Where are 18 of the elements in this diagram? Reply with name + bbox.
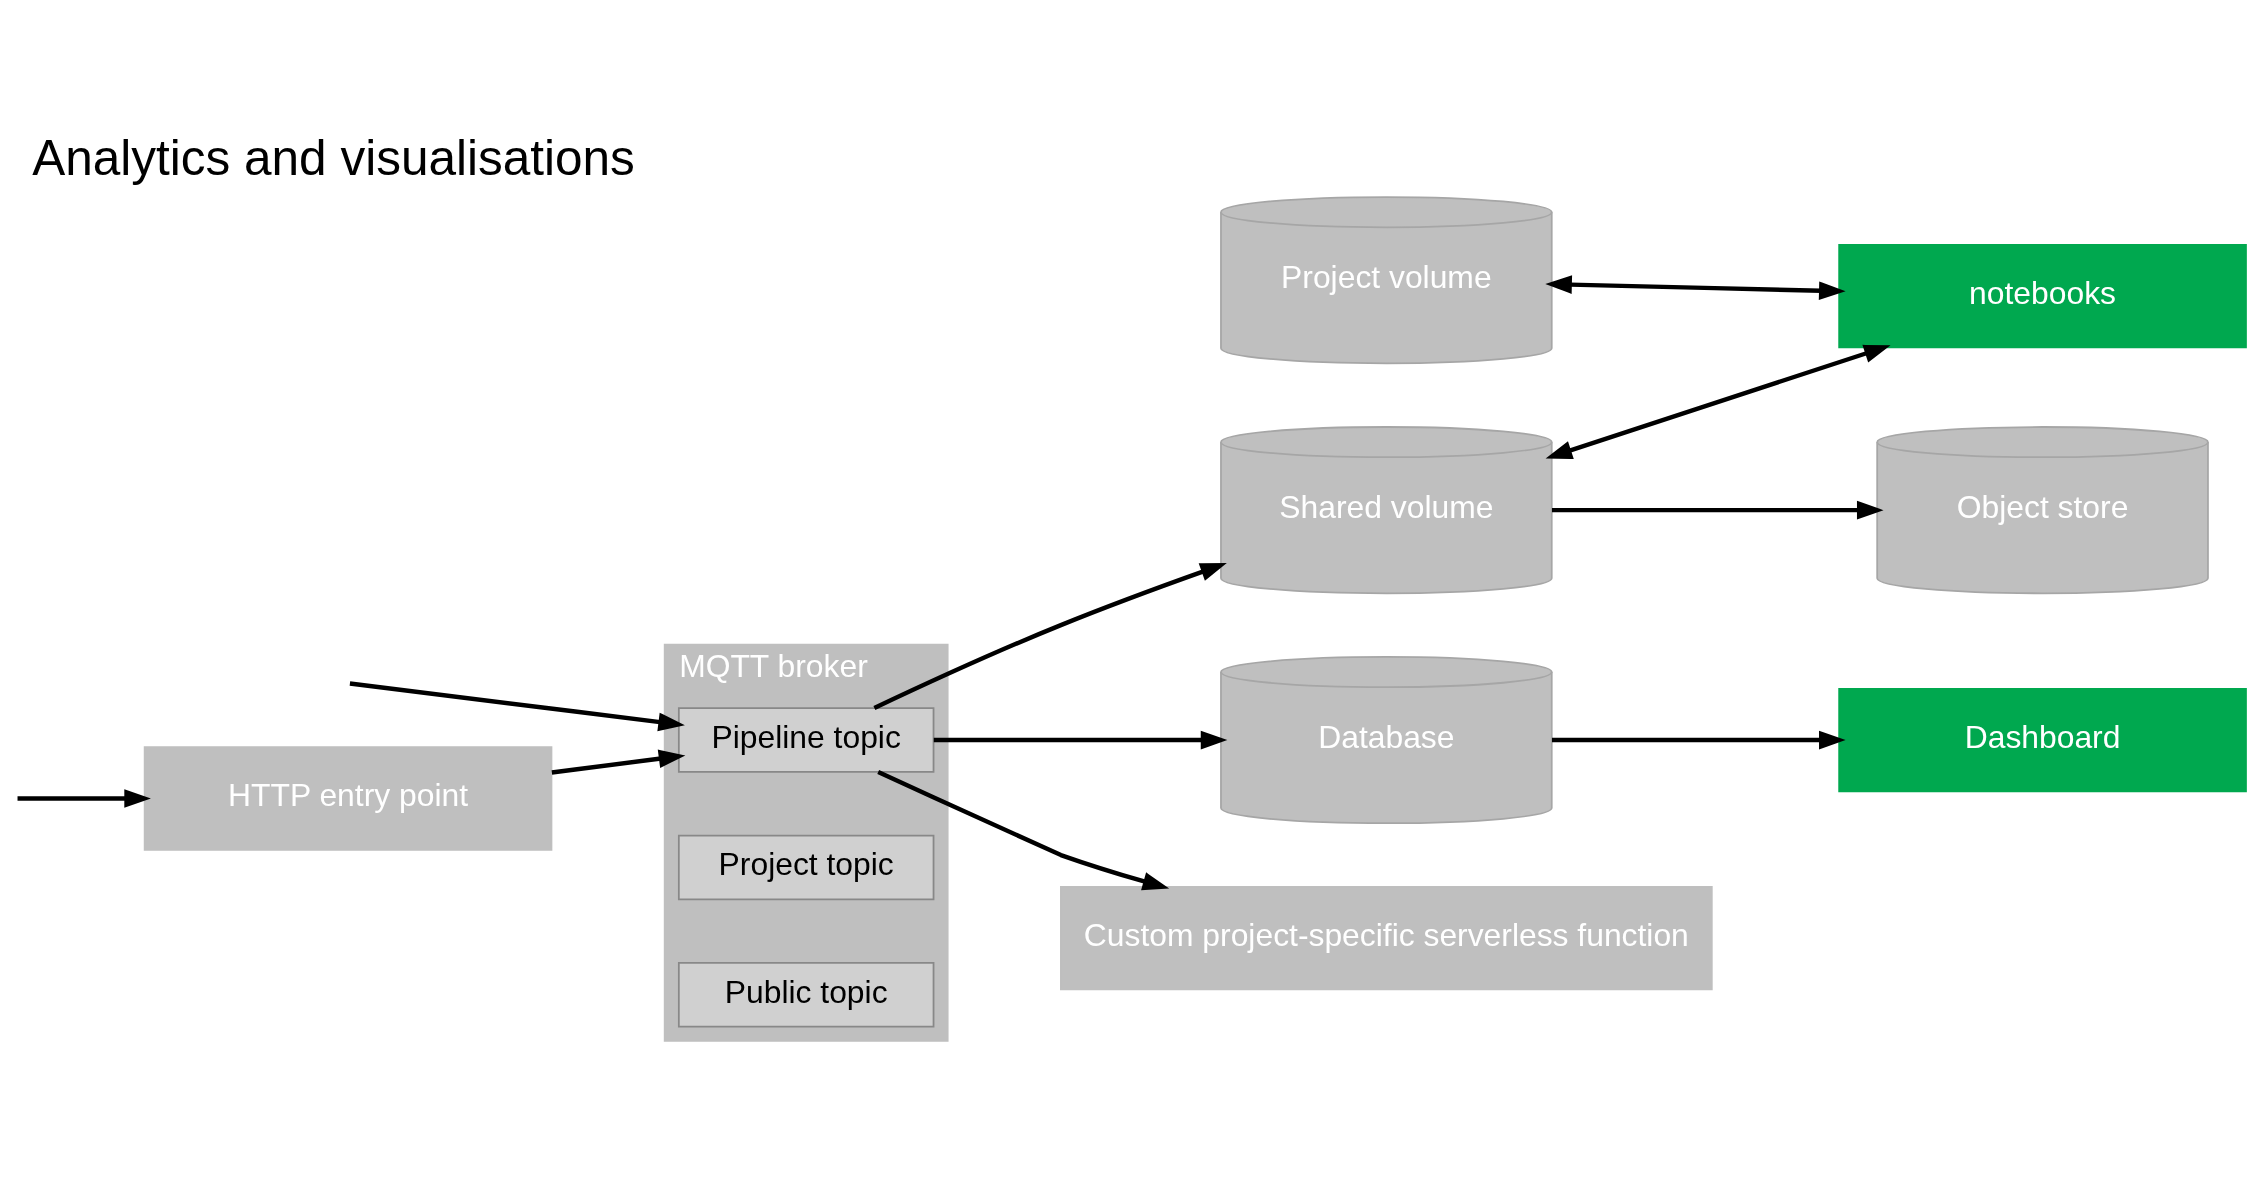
arrow bbox=[873, 562, 1227, 710]
arrow bbox=[551, 749, 686, 775]
arrow bbox=[17, 788, 151, 808]
arrow bbox=[1545, 274, 1846, 300]
diagram-title: Analytics and visualisations bbox=[32, 129, 635, 185]
node-box: Custom project-specific serverless function bbox=[1060, 885, 1713, 990]
node-box: Public topic bbox=[677, 961, 935, 1027]
arrow bbox=[933, 730, 1228, 749]
node-box: notebooks bbox=[1838, 243, 2247, 348]
arrow bbox=[1545, 344, 1891, 459]
arrow bbox=[877, 769, 1170, 890]
node-box: Dashboard bbox=[1838, 687, 2247, 792]
arrow bbox=[349, 680, 685, 731]
arrow bbox=[1551, 500, 1884, 519]
node-box: HTTP entry point bbox=[143, 745, 553, 851]
arrow bbox=[1551, 730, 1846, 749]
node-box: Pipeline topic bbox=[677, 706, 935, 773]
node-box: Project topic bbox=[677, 834, 935, 900]
